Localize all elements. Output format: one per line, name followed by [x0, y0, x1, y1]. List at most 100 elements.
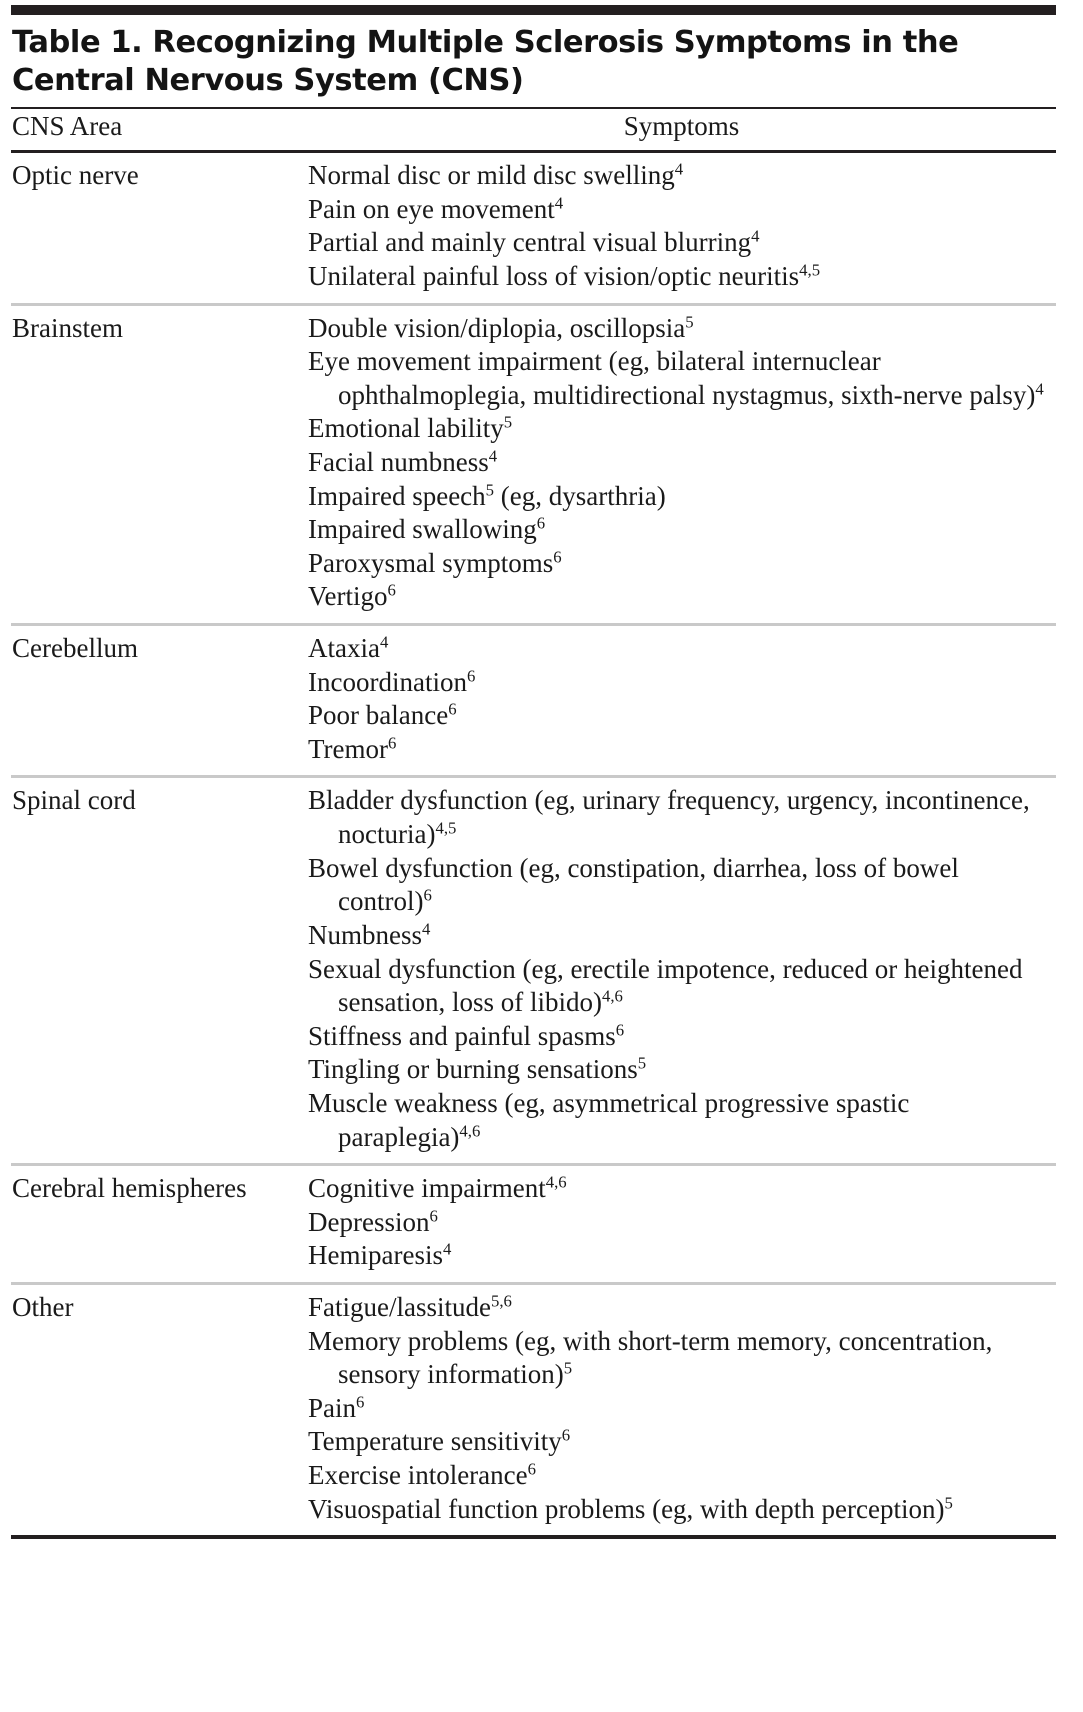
reference-superscript: 6: [536, 513, 546, 533]
symptom-item: Temperature sensitivity6: [308, 1425, 1056, 1459]
symptom-list: Bladder dysfunction (eg, urinary frequen…: [308, 784, 1056, 1154]
symptom-item: Bowel dysfunction (eg, constipation, dia…: [308, 852, 1056, 919]
table-header: CNS Area Symptoms: [11, 107, 1056, 154]
symptom-item: Eye movement impairment (eg, bilateral i…: [308, 345, 1056, 412]
symptom-text: Depression: [308, 1206, 430, 1237]
symptom-item: Sexual dysfunction (eg, erectile impoten…: [308, 953, 1056, 1020]
symptom-text: Impaired speech: [308, 480, 486, 511]
symptom-item: Partial and mainly central visual blurri…: [308, 226, 1056, 260]
reference-superscript: 4,5: [435, 818, 457, 838]
symptom-item: Impaired swallowing6: [308, 513, 1056, 547]
table-figure: Table 1. Recognizing Multiple Sclerosis …: [0, 5, 1083, 1712]
reference-superscript: 4,5: [799, 260, 821, 280]
symptom-text: Paroxysmal symptoms: [308, 547, 554, 578]
symptom-text: Unilateral painful loss of vision/optic …: [308, 260, 800, 291]
reference-superscript: 5: [563, 1358, 573, 1378]
cns-area-cell: Spinal cord: [11, 775, 307, 1165]
reference-superscript: 4,6: [545, 1172, 567, 1192]
reference-superscript: 6: [527, 1459, 537, 1479]
reference-superscript: 5,6: [490, 1291, 512, 1311]
symptom-item: Facial numbness4: [308, 446, 1056, 480]
reference-superscript: 4: [442, 1239, 452, 1259]
reference-superscript: 6: [387, 580, 396, 600]
symptom-text: Incoordination: [308, 666, 467, 697]
column-header-cns-area: CNS Area: [11, 107, 307, 154]
symptom-item: Stiffness and painful spasms6: [308, 1020, 1056, 1054]
symptom-text: Muscle weakness (eg, asymmetrical progre…: [308, 1087, 910, 1152]
symptom-text: Ataxia: [308, 633, 380, 664]
symptom-text: Temperature sensitivity: [308, 1426, 562, 1457]
symptom-text: Numbness: [308, 919, 422, 950]
reference-superscript: 4: [674, 159, 684, 179]
cns-symptoms-table: CNS Area Symptoms Optic nerve Normal disc…: [11, 107, 1056, 1540]
reference-superscript: 5: [944, 1492, 953, 1512]
symptom-text: Tingling or burning sensations: [308, 1054, 638, 1085]
symptom-text: Hemiparesis: [308, 1240, 443, 1271]
symptom-item: Poor balance6: [308, 699, 1056, 733]
reference-superscript: 4: [422, 919, 431, 939]
reference-superscript: 4,6: [602, 986, 623, 1006]
symptom-text: Double vision/diplopia, oscillopsia: [308, 312, 686, 343]
symptom-text: Emotional lability: [308, 413, 504, 444]
symptom-text: Pain on eye movement: [308, 193, 555, 224]
symptom-text: Stiffness and painful spasms: [308, 1020, 616, 1051]
reference-superscript: 6: [561, 1425, 571, 1445]
reference-superscript: 5: [485, 479, 495, 499]
cns-area-cell: Cerebral hemispheres: [11, 1163, 307, 1284]
cns-area-cell: Optic nerve: [12, 160, 139, 191]
reference-superscript: 6: [423, 885, 432, 905]
reference-superscript: 4: [1035, 379, 1044, 399]
symptoms-cell: Bladder dysfunction (eg, urinary frequen…: [307, 775, 1056, 1165]
symptom-item: Vertigo6: [308, 580, 1056, 614]
reference-superscript: 5: [503, 412, 513, 432]
column-header-symptoms: Symptoms: [307, 107, 1056, 154]
symptom-text: Normal disc or mild disc swelling: [308, 160, 675, 191]
symptom-text: Exercise intolerance: [308, 1460, 528, 1491]
reference-superscript: 4: [379, 632, 389, 652]
cns-area-cell: Cerebellum: [11, 623, 307, 777]
reference-superscript: 4: [554, 193, 564, 213]
table-title: Table 1. Recognizing Multiple Sclerosis …: [12, 25, 959, 99]
symptom-text: Cognitive impairment: [308, 1173, 546, 1204]
symptom-item: Depression6: [308, 1206, 1056, 1240]
symptom-item: Fatigue/lassitude5,6: [308, 1291, 1056, 1325]
symptom-item: Pain on eye movement4: [308, 193, 1056, 227]
top-rule: [11, 5, 1056, 15]
symptom-text: Fatigue/lassitude: [308, 1292, 491, 1322]
symptom-text: Tremor: [308, 733, 389, 764]
symptom-item: Normal disc or mild disc swelling4: [308, 159, 1056, 193]
table-body: Optic nerve Normal disc or mild disc swel…: [11, 152, 1056, 1540]
symptom-item: Incoordination6: [308, 666, 1056, 700]
symptom-text: Facial numbness: [308, 446, 489, 477]
symptom-text: Eye movement impairment (eg, bilateral i…: [308, 346, 1036, 410]
symptom-item: Bladder dysfunction (eg, urinary frequen…: [308, 784, 1056, 851]
reference-superscript: 6: [553, 547, 562, 567]
reference-superscript: 6: [356, 1392, 365, 1412]
reference-superscript: 4,6: [459, 1120, 481, 1140]
reference-superscript: 4: [751, 226, 760, 246]
symptom-item: Pain6: [308, 1392, 1056, 1426]
symptom-item: Hemiparesis4: [308, 1239, 1056, 1273]
reference-superscript: 6: [615, 1020, 625, 1040]
reference-superscript: 6: [448, 699, 457, 719]
symptom-item: Tremor6: [308, 733, 1056, 767]
symptom-text: Poor balance: [308, 700, 449, 731]
symptom-item: Tingling or burning sensations5: [308, 1053, 1056, 1087]
reference-superscript: 6: [429, 1206, 438, 1226]
symptom-item: Double vision/diplopia, oscillopsia5: [308, 312, 1056, 346]
